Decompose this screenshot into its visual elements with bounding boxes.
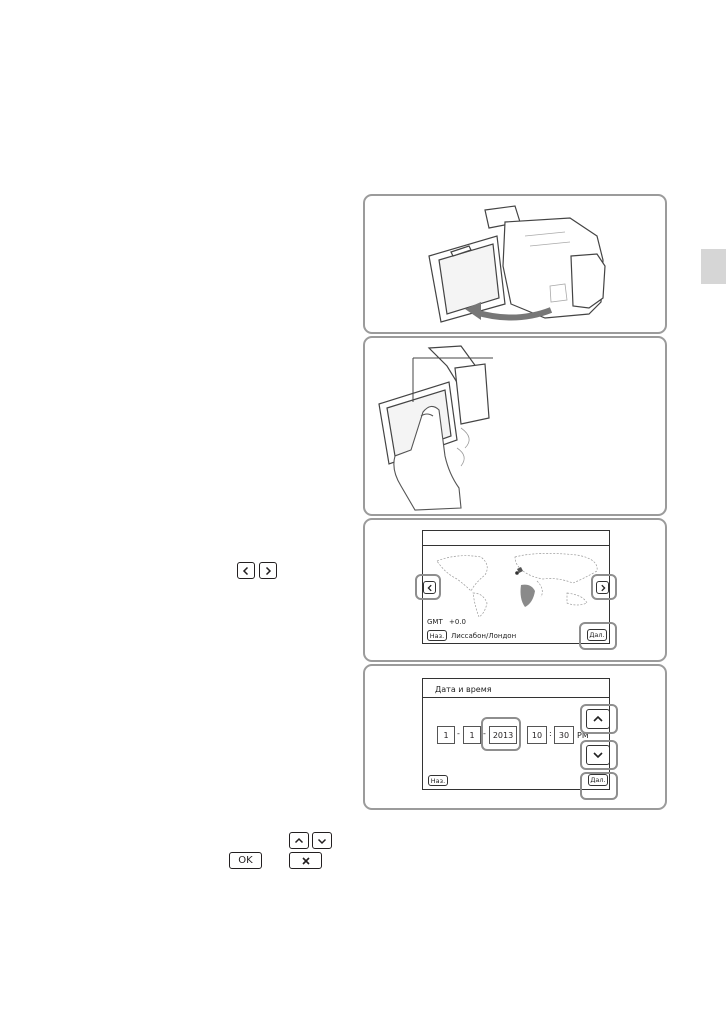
left-arrow-highlight — [415, 574, 441, 600]
touch-illustration — [378, 345, 493, 511]
chevron-down-icon — [593, 752, 603, 759]
section-tab-marker — [701, 249, 726, 284]
city-label: Лиссабон/Лондон — [451, 632, 517, 640]
camcorder-illustration — [428, 205, 606, 323]
close-icon — [301, 856, 310, 865]
up-button-inline — [289, 832, 309, 849]
ampm-label: PM — [577, 731, 589, 740]
illustration-date-time: Дата и время 1 - 1 - 2013 10 : 30 PM Наз… — [363, 664, 667, 810]
chevron-down-icon — [317, 838, 327, 844]
date-separator: - — [457, 729, 460, 738]
gmt-offset: +0.0 — [449, 618, 466, 626]
left-button-inline — [237, 562, 255, 579]
chevron-right-icon — [600, 584, 606, 591]
map-left-button[interactable] — [423, 581, 436, 594]
month-field[interactable]: 1 — [437, 726, 455, 744]
gmt-label: GMT — [427, 618, 443, 626]
area-setting-screen: GMT +0.0 Наз. Лиссабон/Лондон Дал. — [422, 530, 610, 644]
right-arrow-highlight — [591, 574, 617, 600]
date-separator: - — [483, 729, 486, 738]
ok-button-inline: OK — [229, 852, 262, 869]
down-arrow-highlight — [580, 740, 618, 770]
screen-title-divider — [423, 545, 609, 546]
chevron-up-icon — [294, 837, 304, 843]
chevron-up-icon — [593, 715, 603, 722]
down-button[interactable] — [586, 745, 610, 765]
illustration-touch-screen — [363, 336, 667, 516]
time-separator: : — [549, 729, 552, 738]
up-button[interactable] — [586, 709, 610, 729]
next-button-highlight — [579, 622, 617, 650]
map-right-button[interactable] — [596, 581, 609, 594]
chevron-right-icon — [265, 566, 272, 575]
minute-field[interactable]: 30 — [554, 726, 574, 744]
back-button[interactable]: Наз. — [427, 630, 447, 641]
day-field[interactable]: 1 — [463, 726, 481, 744]
date-time-screen: Дата и время 1 - 1 - 2013 10 : 30 PM Наз… — [422, 678, 610, 790]
next-button[interactable]: Дал. — [588, 774, 608, 786]
next-button[interactable]: Дал. — [587, 629, 607, 641]
ok-label: OK — [238, 855, 253, 866]
date-time-title: Дата и время — [435, 685, 492, 694]
back-button[interactable]: Наз. — [428, 775, 448, 786]
year-field-highlight — [481, 717, 521, 751]
hour-field[interactable]: 10 — [527, 726, 547, 744]
down-button-inline — [312, 832, 332, 849]
next-button-highlight — [580, 772, 618, 800]
cancel-button-inline — [289, 852, 322, 869]
right-button-inline — [259, 562, 277, 579]
chevron-left-icon — [426, 584, 432, 591]
screen-title-divider — [423, 697, 609, 698]
illustration-area-setting: GMT +0.0 Наз. Лиссабон/Лондон Дал. — [363, 518, 667, 662]
up-arrow-highlight — [580, 704, 618, 734]
year-field[interactable]: 2013 — [489, 726, 517, 744]
illustration-open-lcd — [363, 194, 667, 334]
chevron-left-icon — [242, 566, 249, 575]
world-map-image — [436, 553, 598, 618]
